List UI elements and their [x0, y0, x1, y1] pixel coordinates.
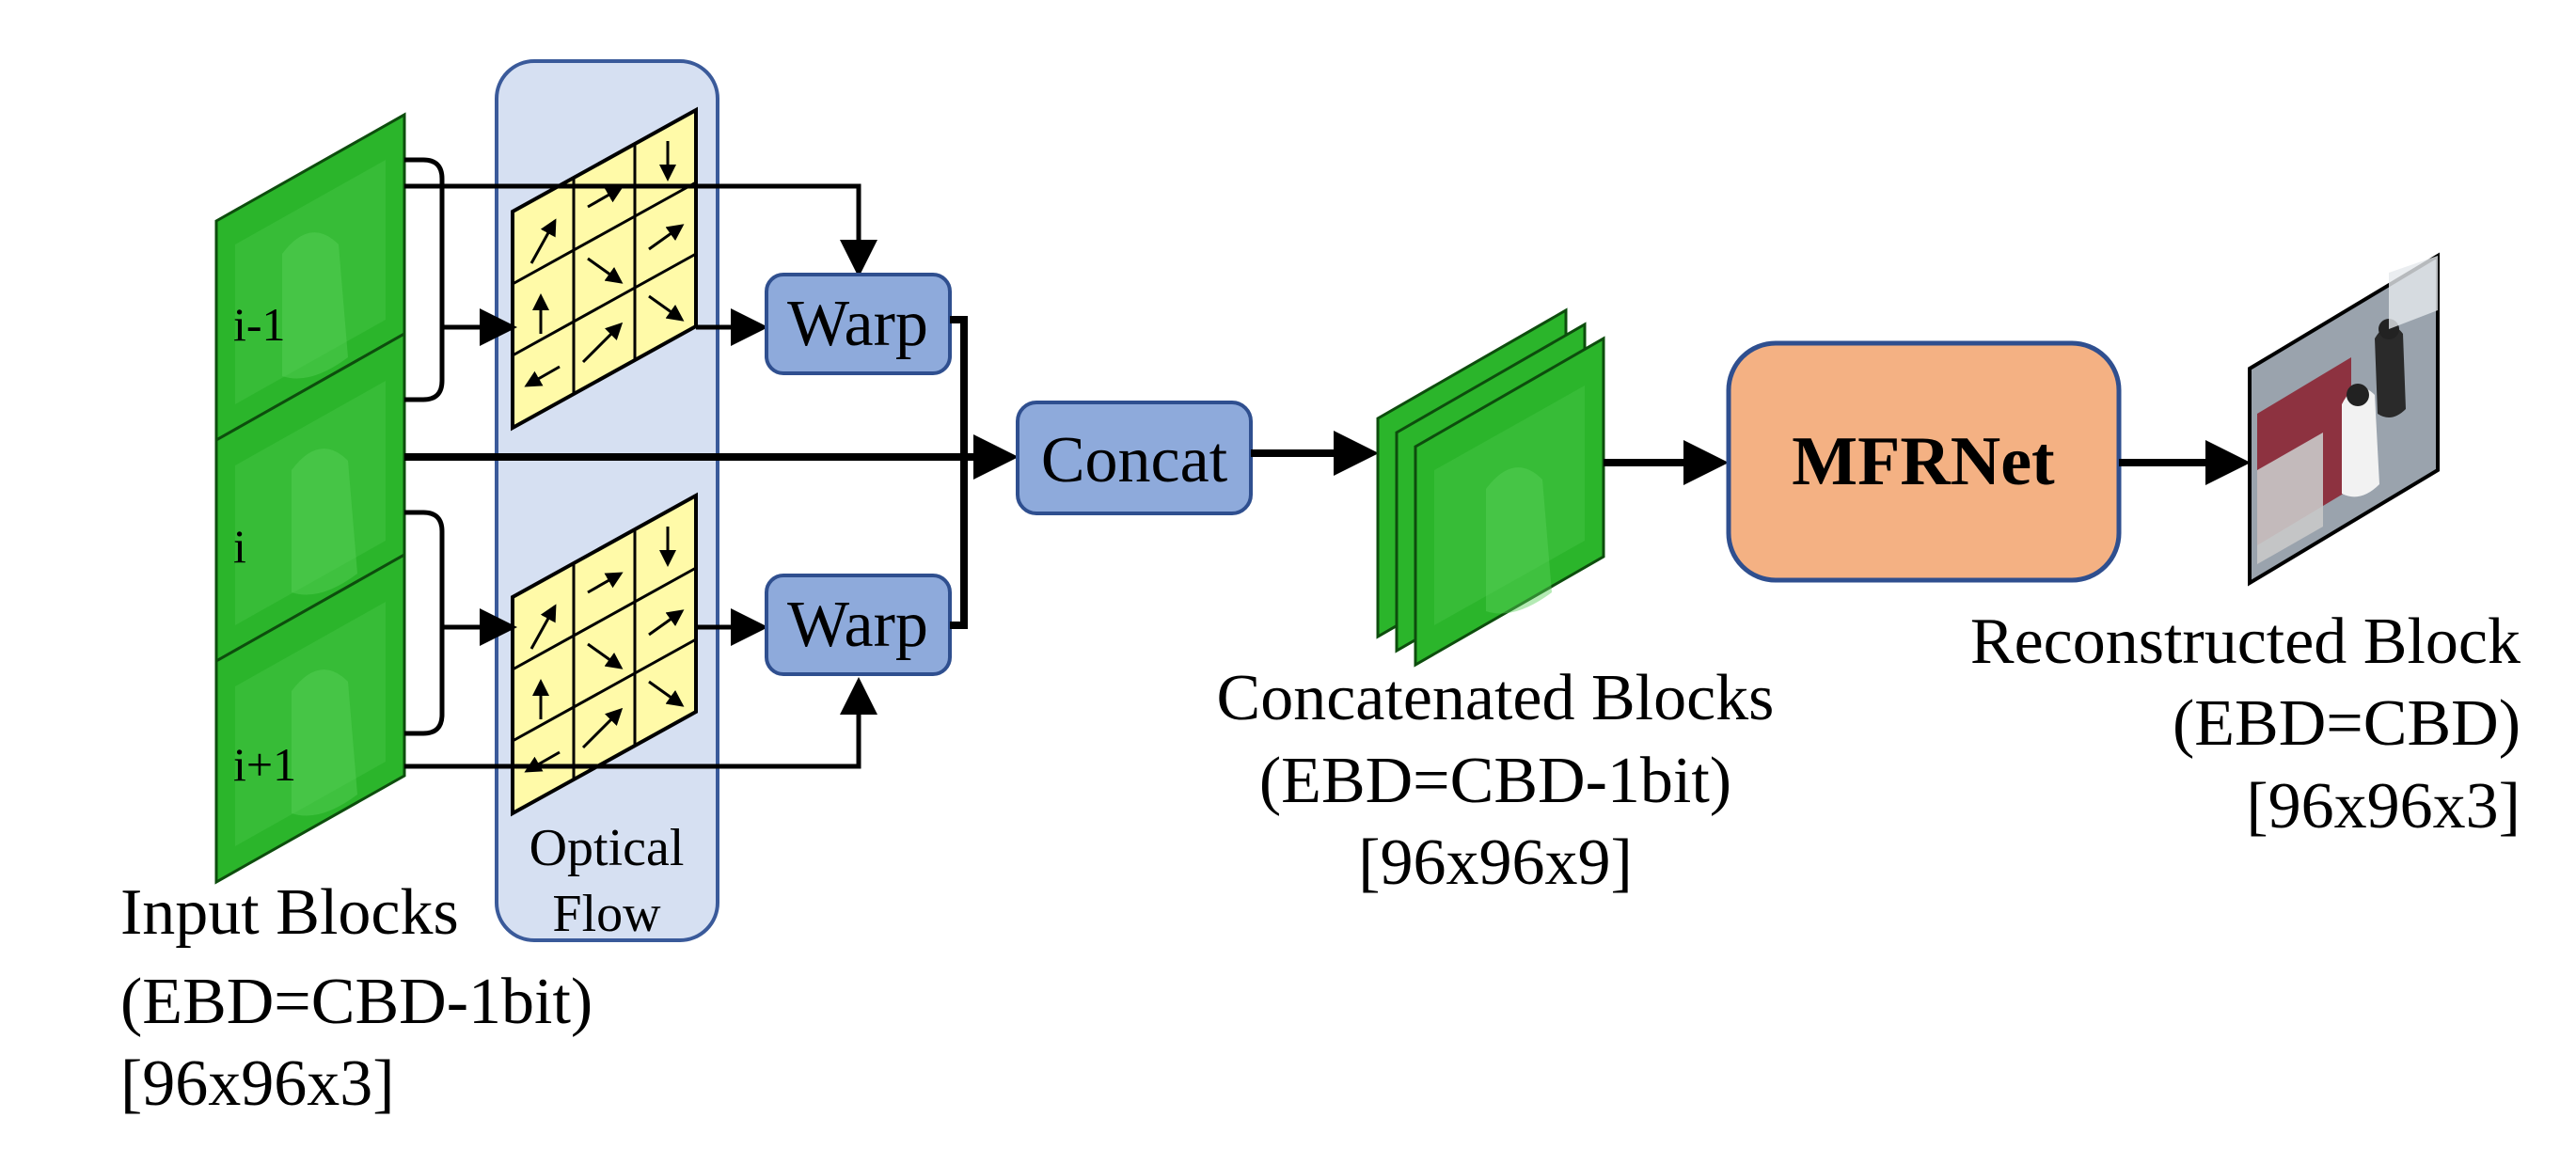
flow-vector	[529, 604, 557, 650]
flow-vector	[529, 218, 557, 264]
input-frame-i-plus-1	[214, 552, 406, 885]
mfrnet-box: MFRNet	[1726, 340, 2122, 583]
warp-box-top: Warp	[765, 273, 952, 375]
input-caption-line3: [96x96x3]	[120, 1047, 395, 1120]
concatenated-blocks-caption: Concatenated Blocks (EBD=CBD-1bit) [96x9…	[1217, 662, 1775, 899]
input-blocks: i-1 i i+1	[214, 112, 406, 885]
concat-label: Concat	[1041, 424, 1228, 496]
arrow-frame-to-warp-top	[404, 183, 877, 277]
flow-vector	[524, 365, 561, 387]
optical-flow-grid-top	[511, 106, 698, 432]
recon-caption-line2: (EBD=CBD)	[2173, 687, 2521, 760]
reconstructed-block-caption: Reconstructed Block (EBD=CBD) [96x96x3]	[1970, 606, 2521, 842]
frame-label-i-minus-1: i-1	[233, 298, 286, 351]
recon-caption-line3: [96x96x3]	[2246, 770, 2521, 842]
flow-vector	[648, 294, 685, 322]
concat-caption-line1: Concatenated Blocks	[1217, 662, 1775, 734]
flow-vector	[587, 642, 624, 669]
flow-vector	[587, 572, 624, 594]
frame-label-i: i	[233, 520, 246, 573]
concat-caption-line2: (EBD=CBD-1bit)	[1259, 745, 1731, 817]
warp-label-top: Warp	[787, 288, 928, 360]
optical-flow-caption: Optical Flow	[529, 819, 685, 943]
reconstructed-block	[2248, 252, 2440, 587]
bracket-bottom	[404, 510, 445, 736]
optical-flow-label-line2: Flow	[552, 885, 661, 943]
frame-label-i-plus-1: i+1	[233, 738, 296, 791]
flow-vector	[648, 609, 685, 637]
input-caption-line1: Input Blocks	[120, 876, 459, 949]
arrow-frame-to-warp-bottom	[404, 677, 877, 769]
warp-to-concat-connector	[950, 316, 968, 629]
flow-vector	[587, 257, 624, 284]
flow-vector	[587, 186, 624, 209]
flow-vector	[648, 224, 685, 251]
input-frame-i	[214, 331, 406, 664]
recon-caption-line1: Reconstructed Block	[1970, 606, 2521, 678]
mfrnet-label: MFRNet	[1792, 423, 2055, 500]
warp-label-bottom: Warp	[787, 589, 928, 661]
flow-vector	[581, 322, 624, 364]
input-blocks-caption: Input Blocks (EBD=CBD-1bit) [96x96x3]	[120, 876, 593, 1120]
optical-flow-grid-bottom	[511, 492, 698, 817]
concat-box: Concat	[1016, 401, 1253, 515]
concat-caption-line3: [96x96x9]	[1358, 827, 1633, 899]
flow-vector	[648, 680, 685, 707]
flow-vector	[581, 707, 624, 749]
bracket-top	[404, 157, 445, 402]
input-caption-line2: (EBD=CBD-1bit)	[120, 966, 593, 1038]
concatenated-blocks	[1376, 307, 1605, 668]
optical-flow-label-line1: Optical	[529, 819, 685, 877]
warp-box-bottom: Warp	[765, 574, 952, 676]
